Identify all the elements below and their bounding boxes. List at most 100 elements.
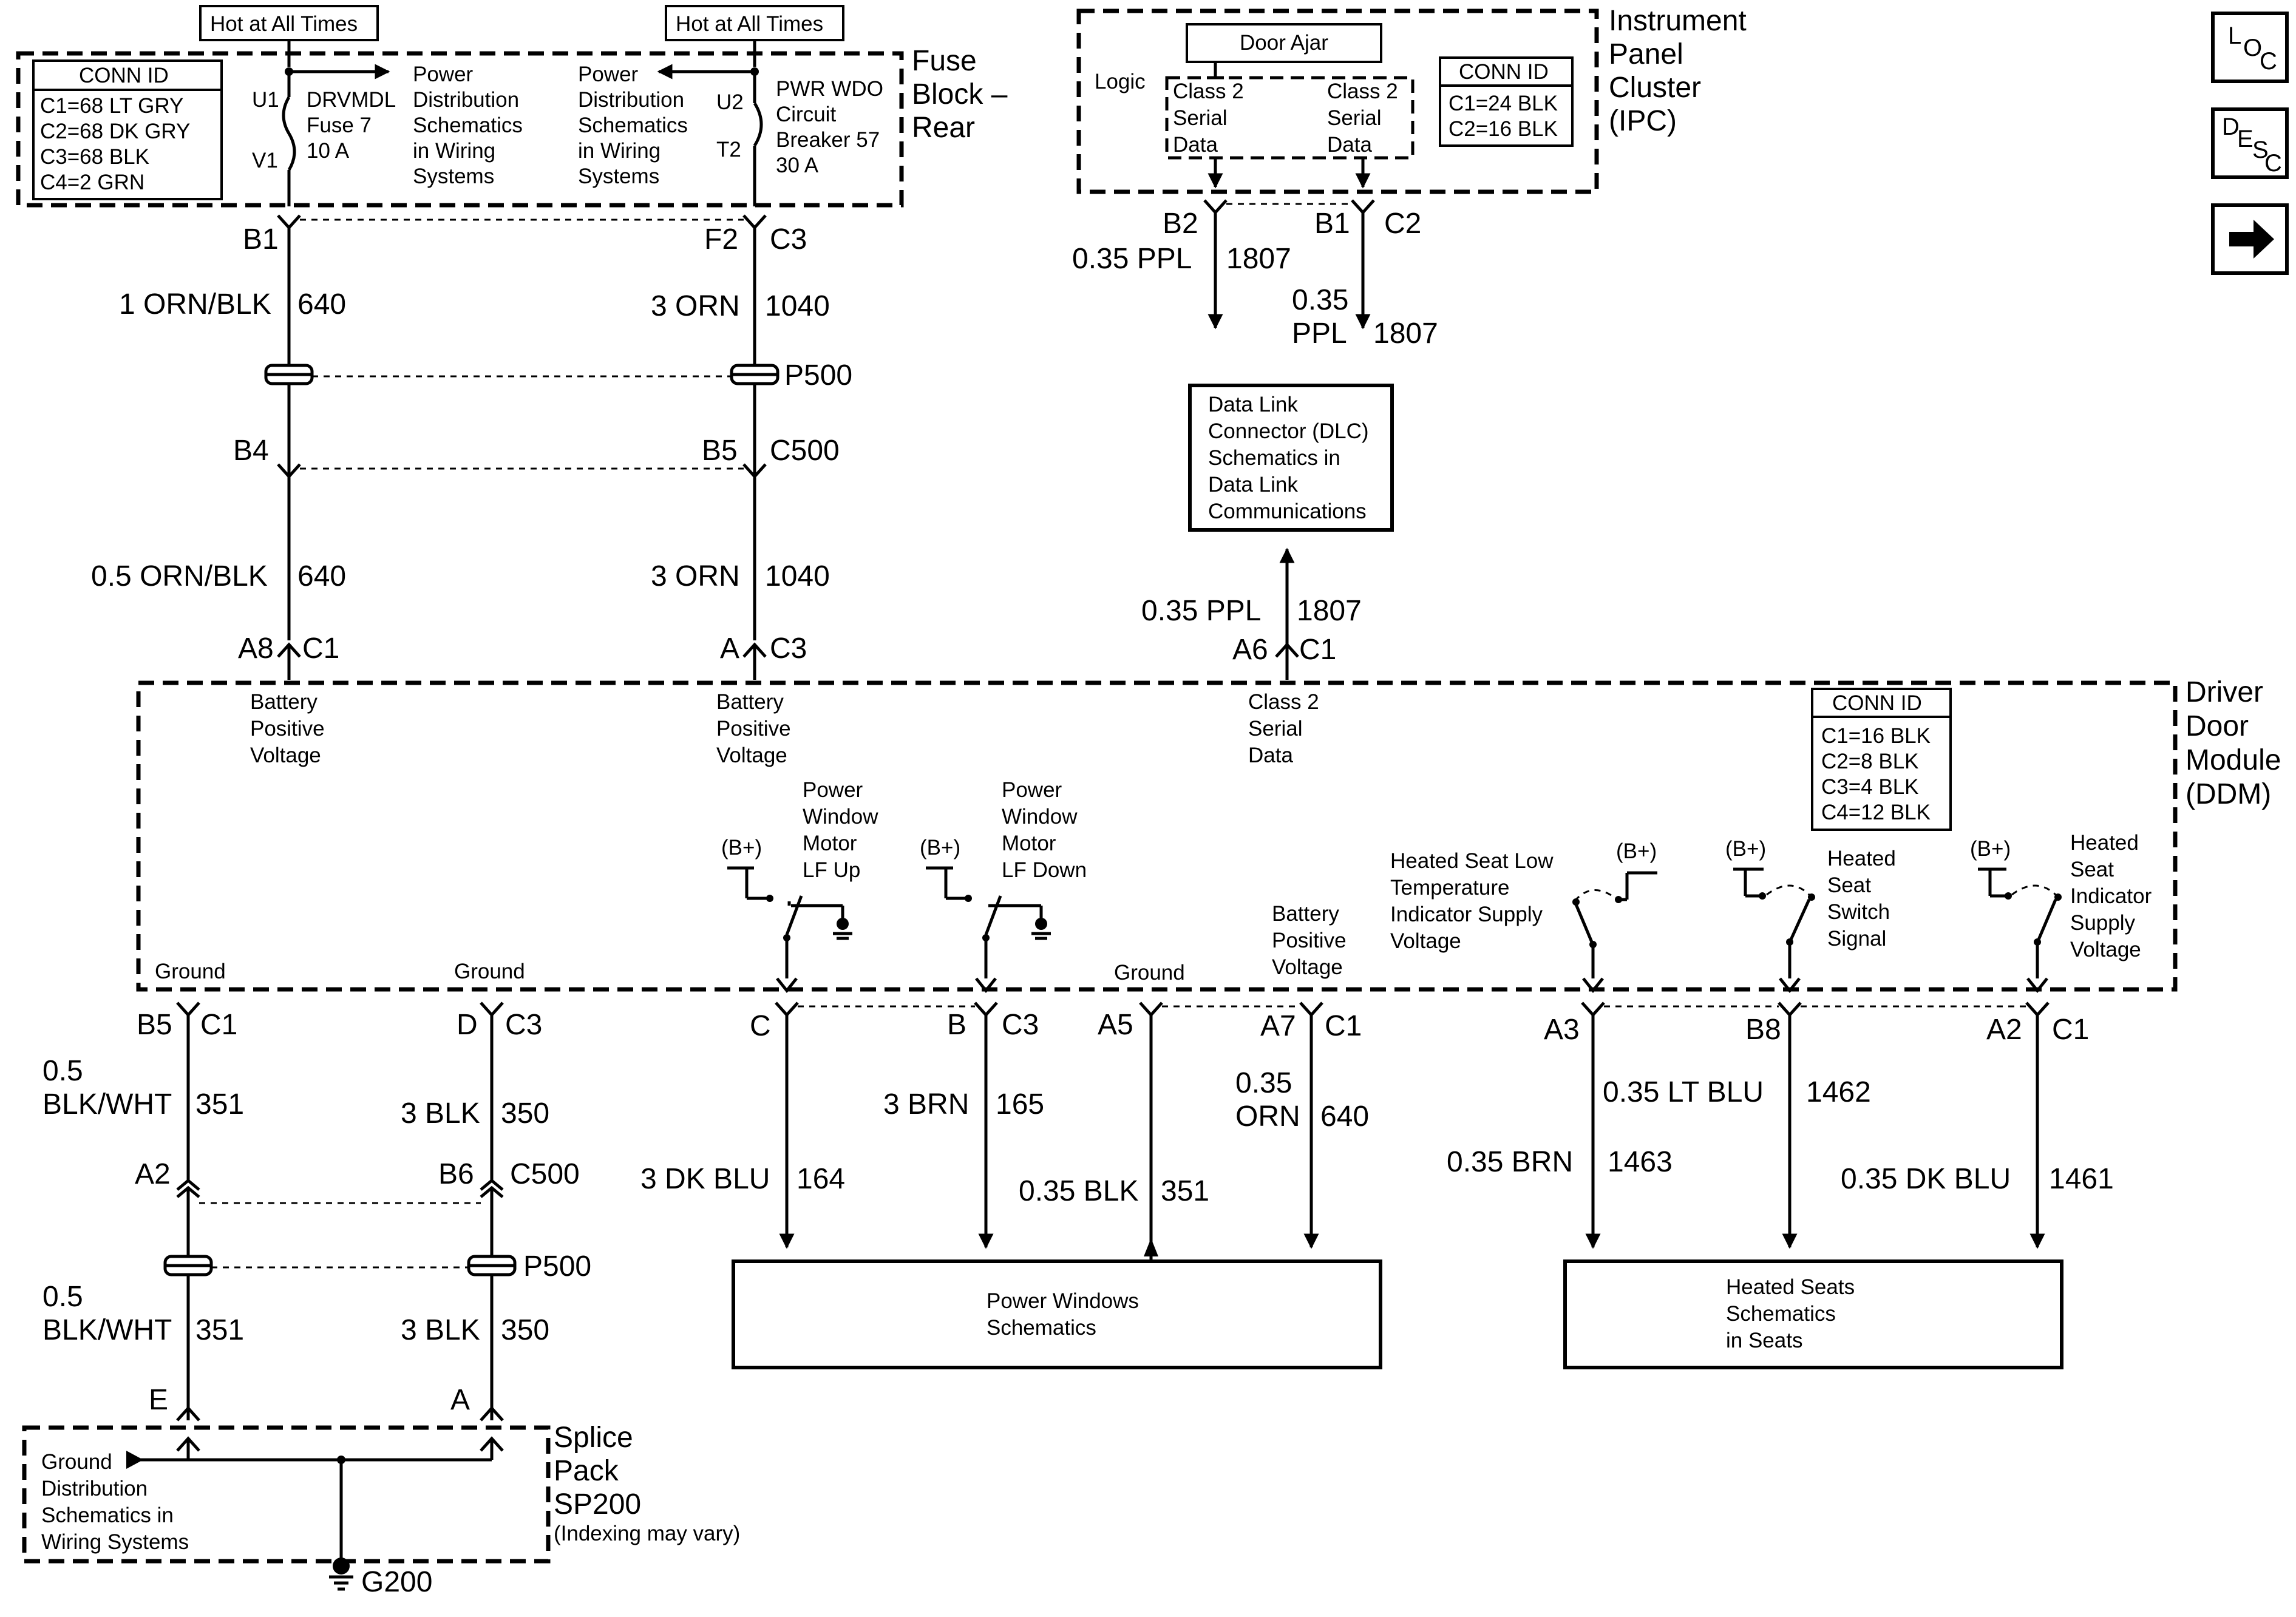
desc-button-frame[interactable] xyxy=(2211,107,2289,179)
wire-1463-number: 1463 xyxy=(1608,1146,1673,1178)
ddm-bpv3-1: Battery xyxy=(1272,902,1339,926)
ipc-serial1-2: Serial xyxy=(1173,106,1227,130)
pin-a-splice: A xyxy=(450,1384,470,1416)
pin-a8: A8 xyxy=(238,632,274,665)
ipc-title-3: Cluster xyxy=(1609,72,1701,104)
wire-1807-section: B2 B1 C2 0.35 PPL 1807 0.35 PPL 1807 Dat… xyxy=(1072,199,1438,680)
pwm-up-1: Power xyxy=(803,778,863,802)
fuse-conn-c2: C2=68 DK GRY xyxy=(40,120,190,143)
pwm-down-4: LF Down xyxy=(1002,858,1087,882)
ddm-bpv2-2: Positive xyxy=(716,717,791,741)
wire-351-gauge-1a: 0.5 xyxy=(42,1055,83,1087)
switch-heated-seat-signal xyxy=(1733,867,1815,994)
pin-b1: B1 xyxy=(243,223,279,256)
fuse-v1: V1 xyxy=(252,149,278,172)
breaker-label-4: 30 A xyxy=(776,154,819,177)
conn-c1-b5: C1 xyxy=(200,1009,237,1041)
wire-165-number: 165 xyxy=(996,1088,1044,1120)
power-windows-line-2: Schematics xyxy=(987,1316,1096,1340)
splice-indexing: (Indexing may vary) xyxy=(554,1522,740,1545)
ipc-title-4: (IPC) xyxy=(1609,105,1677,137)
next-arrow-button[interactable] xyxy=(2211,203,2289,275)
conn-c1-a6: C1 xyxy=(1299,634,1336,666)
loc-button-frame[interactable] xyxy=(2211,12,2289,83)
fuse-conn-c4: C4=2 GRN xyxy=(40,171,144,194)
desc-letter-e: E xyxy=(2237,126,2254,152)
wire-1462-gauge: 0.35 LT BLU xyxy=(1603,1076,1764,1108)
loc-letter-o: O xyxy=(2243,35,2262,61)
bplus-1: (B+) xyxy=(721,836,762,859)
wire-1461-gauge: 0.35 DK BLU xyxy=(1841,1163,2011,1195)
heated-seats-line-1: Heated Seats xyxy=(1726,1275,1855,1299)
wire-1463-gauge: 0.35 BRN xyxy=(1447,1146,1573,1178)
pd1-line-5: Systems xyxy=(413,164,494,188)
pd1-line-1: Power xyxy=(413,63,474,86)
conn-c500-bottom: C500 xyxy=(510,1158,580,1190)
pin-a: A xyxy=(720,632,739,665)
fuse-conn-id-title: CONN ID xyxy=(79,64,169,87)
ddm-bpv1-3: Voltage xyxy=(250,744,321,767)
heated-seats-line-2: Schematics xyxy=(1726,1302,1836,1326)
wire-1807-gauge-2b: PPL xyxy=(1292,317,1347,350)
fuse-block: Hot at All Times Hot at All Times Fuse B… xyxy=(16,5,1008,208)
ipc-title-1: Instrument xyxy=(1609,5,1747,37)
ground-wires-section: B5 C1 D C3 0.5 BLK/WHT 351 3 BLK 350 A2 … xyxy=(42,1002,591,1422)
breaker-u2: U2 xyxy=(716,90,744,114)
pin-e: E xyxy=(149,1384,168,1416)
wire-1040-gauge-top: 3 ORN xyxy=(651,290,740,322)
ddm-ground-2: Ground xyxy=(454,960,525,983)
wire-640-number-bottom: 640 xyxy=(297,560,346,592)
bplus-3: (B+) xyxy=(1616,839,1657,863)
wire-1807-number-1: 1807 xyxy=(1226,243,1291,275)
wire-640-gauge-3b: ORN xyxy=(1235,1100,1300,1133)
conn-c3-top: C3 xyxy=(770,223,807,256)
desc-letter-c: C xyxy=(2264,150,2282,177)
p500-label-bottom: P500 xyxy=(523,1250,591,1283)
ddm-conn-c1: C1=16 BLK xyxy=(1821,724,1931,748)
hs-low-1: Heated Seat Low xyxy=(1390,849,1554,873)
ddm-ground-3: Ground xyxy=(1114,961,1185,985)
bplus-5: (B+) xyxy=(1970,837,2011,861)
breaker-57-symbol xyxy=(753,102,763,147)
gd-line-3: Schematics in xyxy=(41,1503,174,1527)
pin-a3: A3 xyxy=(1544,1014,1580,1046)
power-windows-wires: C B C3 A5 A7 C1 3 DK BLU 164 3 BRN 165 0… xyxy=(640,1002,1382,1369)
wire-1807-gauge-1: 0.35 PPL xyxy=(1072,243,1192,275)
pin-d: D xyxy=(457,1009,478,1041)
ddm-conn-c3: C3=4 BLK xyxy=(1821,775,1919,799)
ddm-conn-c2: C2=8 BLK xyxy=(1821,750,1919,773)
ddm-conn-c4: C4=12 BLK xyxy=(1821,801,1931,824)
ipc-logic-label: Logic xyxy=(1095,70,1146,93)
wire-1461-number: 1461 xyxy=(2049,1163,2114,1195)
power-windows-box xyxy=(732,1259,1382,1369)
wire-640-gauge-top: 1 ORN/BLK xyxy=(119,288,271,320)
ddm-title-2: Door xyxy=(2186,710,2249,742)
desc-button[interactable]: D E S C xyxy=(2211,107,2289,179)
ddm-c2sd-2: Serial xyxy=(1248,717,1302,741)
pd2-line-3: Schematics xyxy=(578,114,688,137)
ddm-bpv1-1: Battery xyxy=(250,690,318,714)
pin-a5: A5 xyxy=(1098,1009,1133,1041)
next-button-frame[interactable] xyxy=(2211,203,2289,275)
switch-window-up xyxy=(727,866,852,994)
splice-pack: Splice Pack SP200 (Indexing may vary) Gr… xyxy=(22,1422,740,1598)
wire-350-number-2: 350 xyxy=(501,1314,549,1346)
ddm-title-4: (DDM) xyxy=(2186,778,2271,810)
hs-switch-3: Switch xyxy=(1827,900,1890,924)
pin-b5-ground: B5 xyxy=(137,1009,172,1041)
p500-label-top: P500 xyxy=(784,359,852,392)
hs-switch-4: Signal xyxy=(1827,927,1886,951)
hot-at-all-times-1: Hot at All Times xyxy=(210,12,358,36)
pin-b6: B6 xyxy=(438,1158,474,1190)
conn-c1-a7: C1 xyxy=(1325,1010,1362,1042)
pwm-up-4: LF Up xyxy=(803,858,860,882)
wire-1807-gauge-3: 0.35 PPL xyxy=(1141,595,1261,627)
dlc-line-5: Communications xyxy=(1208,500,1367,523)
ipc-logic-box xyxy=(1165,76,1415,160)
heated-seats-box xyxy=(1563,1259,2063,1369)
loc-button[interactable]: L O C xyxy=(2211,12,2289,83)
ddm-c2sd-1: Class 2 xyxy=(1248,690,1319,714)
switch-window-down xyxy=(926,866,1051,994)
wire-640-gauge-3a: 0.35 xyxy=(1235,1067,1292,1099)
wire-1807-number-3: 1807 xyxy=(1297,595,1362,627)
